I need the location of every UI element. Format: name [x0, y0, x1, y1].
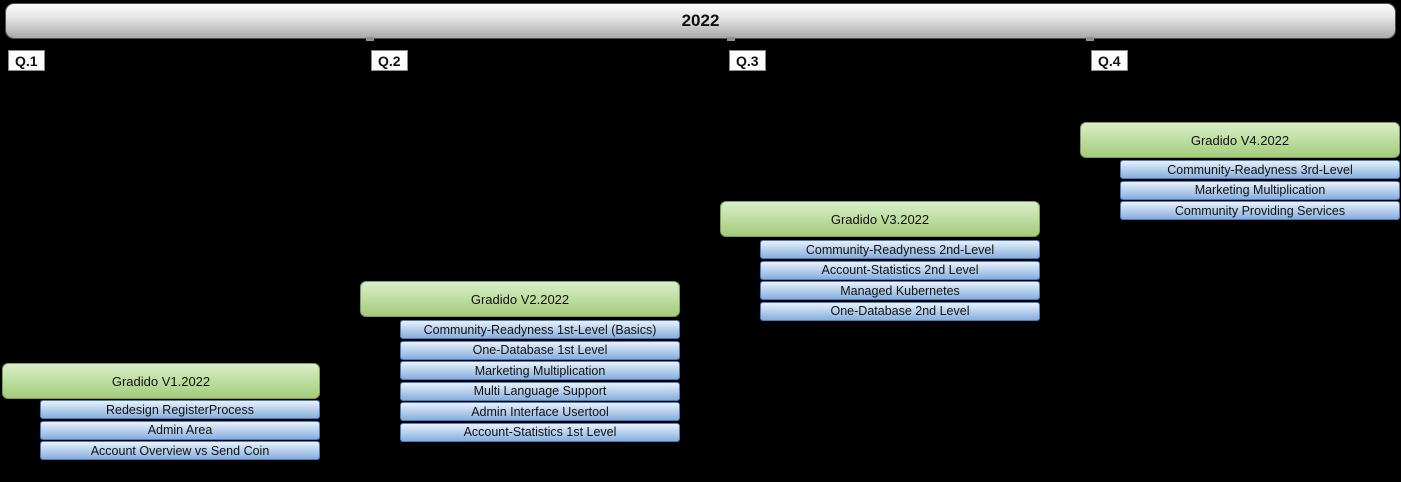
quarter-label-q3: Q.3 — [729, 50, 766, 71]
feature-item: Account Overview vs Send Coin — [40, 441, 320, 460]
feature-item: Redesign RegisterProcess — [40, 400, 320, 419]
feature-item: Admin Interface Usertool — [400, 402, 680, 421]
feature-item: Marketing Multiplication — [1120, 180, 1400, 200]
feature-item: Marketing Multiplication — [400, 361, 680, 380]
year-title: 2022 — [681, 11, 720, 30]
feature-item: Community Providing Services — [1120, 201, 1400, 220]
feature-item: One-Database 2nd Level — [760, 301, 1040, 321]
feature-item: Account-Statistics 2nd Level — [760, 260, 1040, 280]
quarter-label-q2: Q.2 — [371, 50, 408, 71]
feature-item: Community-Readyness 2nd-Level — [760, 240, 1040, 259]
version-header-v3: Gradido V3.2022 — [720, 201, 1040, 237]
feature-item: Admin Area — [40, 420, 320, 440]
feature-item: Multi Language Support — [400, 381, 680, 401]
feature-item: Managed Kubernetes — [760, 281, 1040, 300]
quarter-tick — [366, 37, 374, 41]
quarter-label-q4: Q.4 — [1091, 50, 1128, 71]
version-header-v4: Gradido V4.2022 — [1080, 122, 1400, 158]
quarter-tick — [727, 37, 735, 41]
feature-item: One-Database 1st Level — [400, 340, 680, 360]
quarter-tick — [1086, 37, 1094, 41]
year-title-bar: 2022 — [5, 3, 1396, 39]
version-header-v1: Gradido V1.2022 — [2, 363, 320, 399]
feature-item: Community-Readyness 3rd-Level — [1120, 160, 1400, 179]
feature-item: Account-Statistics 1st Level — [400, 422, 680, 442]
feature-item: Community-Readyness 1st-Level (Basics) — [400, 320, 680, 339]
quarter-label-q1: Q.1 — [8, 50, 45, 71]
version-header-v2: Gradido V2.2022 — [360, 281, 680, 317]
